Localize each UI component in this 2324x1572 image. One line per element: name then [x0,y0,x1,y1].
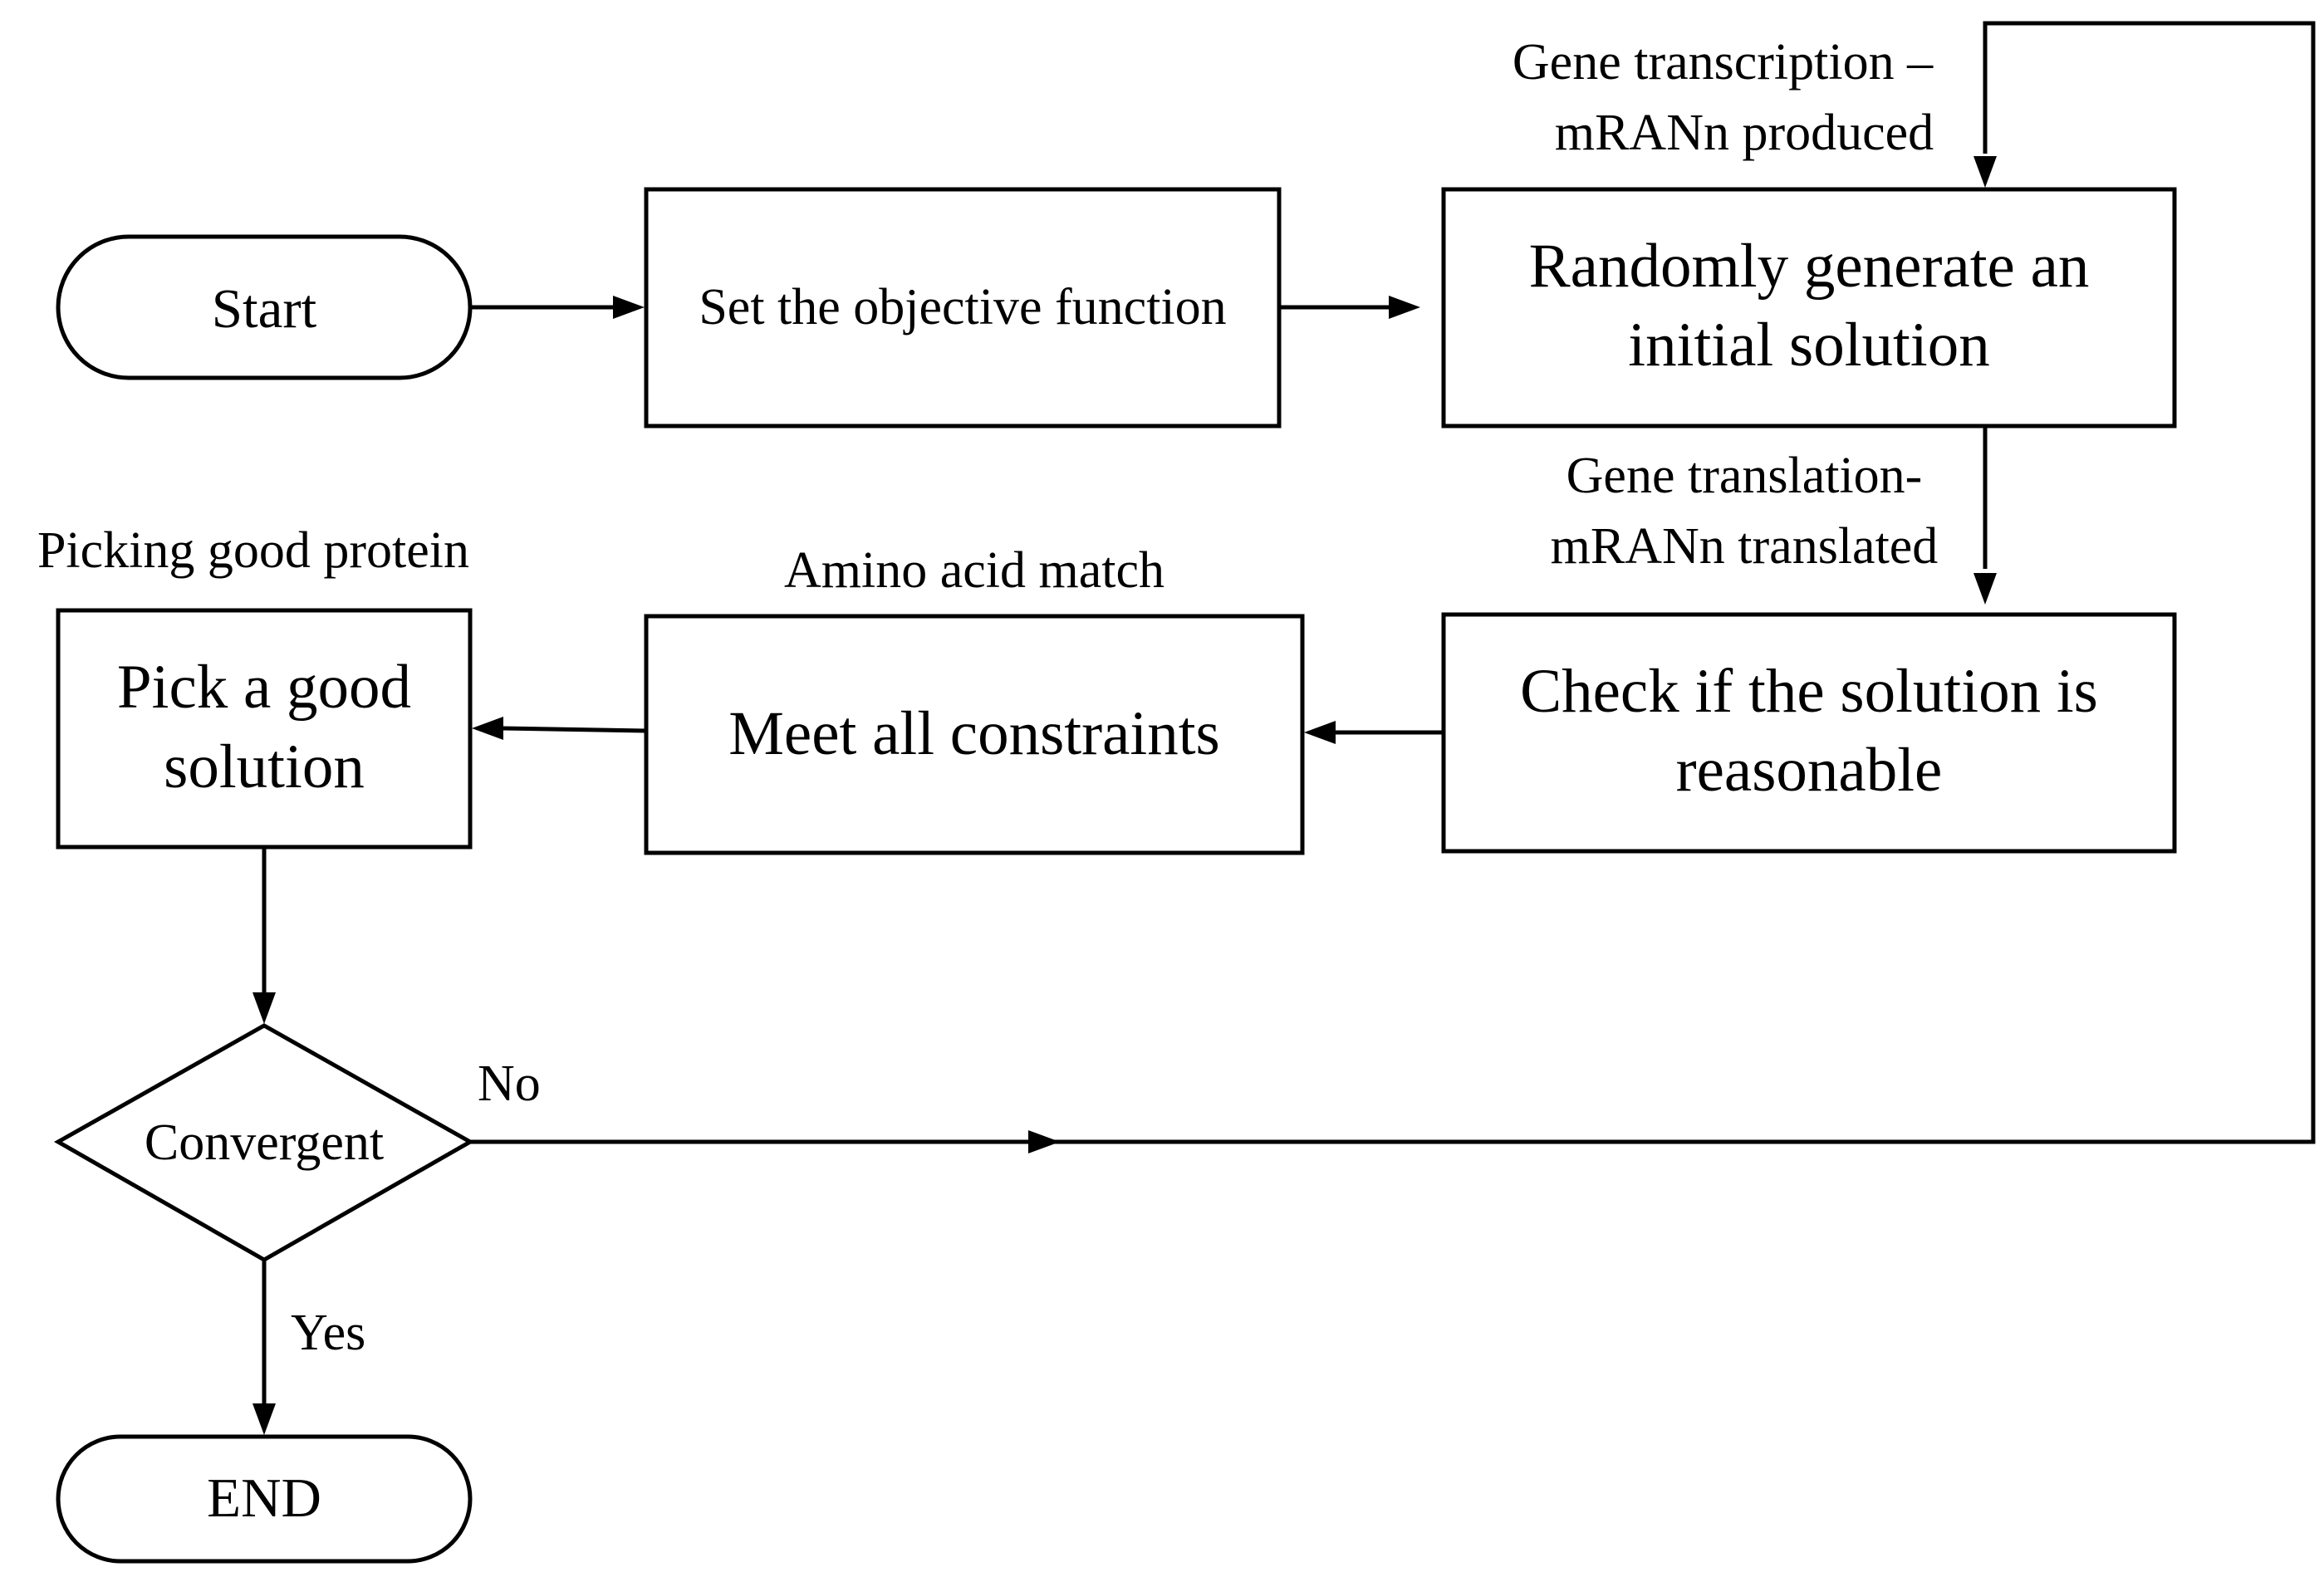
pick-label-line1: Pick a good [117,653,411,722]
pick-node: Pick a good solution [56,608,473,850]
annotation-transcription-line2: mRANn produced [1555,105,1934,161]
edge-label-no: No [478,1055,541,1112]
constraints-node: Meet all constraints [644,614,1305,855]
arrow-constraints-to-pick [472,717,647,740]
check-label-line2: reasonable [1676,736,1943,805]
start-node: Start [56,234,473,380]
arrow-pick-to-convergent [253,847,276,1024]
arrow-convergent-to-end [253,1260,276,1435]
end-label: END [207,1467,321,1529]
annotation-translation-line2: mRANn translated [1551,518,1939,575]
annotation-picking-protein: Picking good protein [37,522,469,579]
convergent-label: Convergent [145,1114,384,1171]
pick-label-line2: solution [164,732,365,801]
end-node: END [56,1434,473,1564]
objective-node: Set the objective function [644,187,1282,429]
arrow-initial-to-check [1973,426,1997,605]
annotation-amino-acid: Amino acid match [784,542,1164,599]
annotation-translation-line1: Gene translation- [1566,448,1923,504]
arrow-objective-to-initial [1279,296,1420,319]
initial-solution-node: Randomly generate an initial solution [1441,187,2177,429]
arrow-no-loop-back [470,21,2316,1153]
constraints-label: Meet all constraints [728,699,1220,768]
check-node: Check if the solution is reasonable [1441,612,2177,854]
edge-label-yes: Yes [291,1305,365,1361]
initial-solution-label-line2: initial solution [1628,311,1989,380]
annotation-transcription-line1: Gene transcription – [1513,34,1934,91]
arrow-start-to-objective [470,296,645,319]
convergent-decision: Convergent [53,1023,475,1262]
check-label-line1: Check if the solution is [1520,657,2098,726]
arrow-check-to-constraints [1304,721,1444,744]
initial-solution-label-line1: Randomly generate an [1529,232,2090,301]
start-label: Start [212,278,317,340]
objective-label: Set the objective function [699,279,1226,335]
